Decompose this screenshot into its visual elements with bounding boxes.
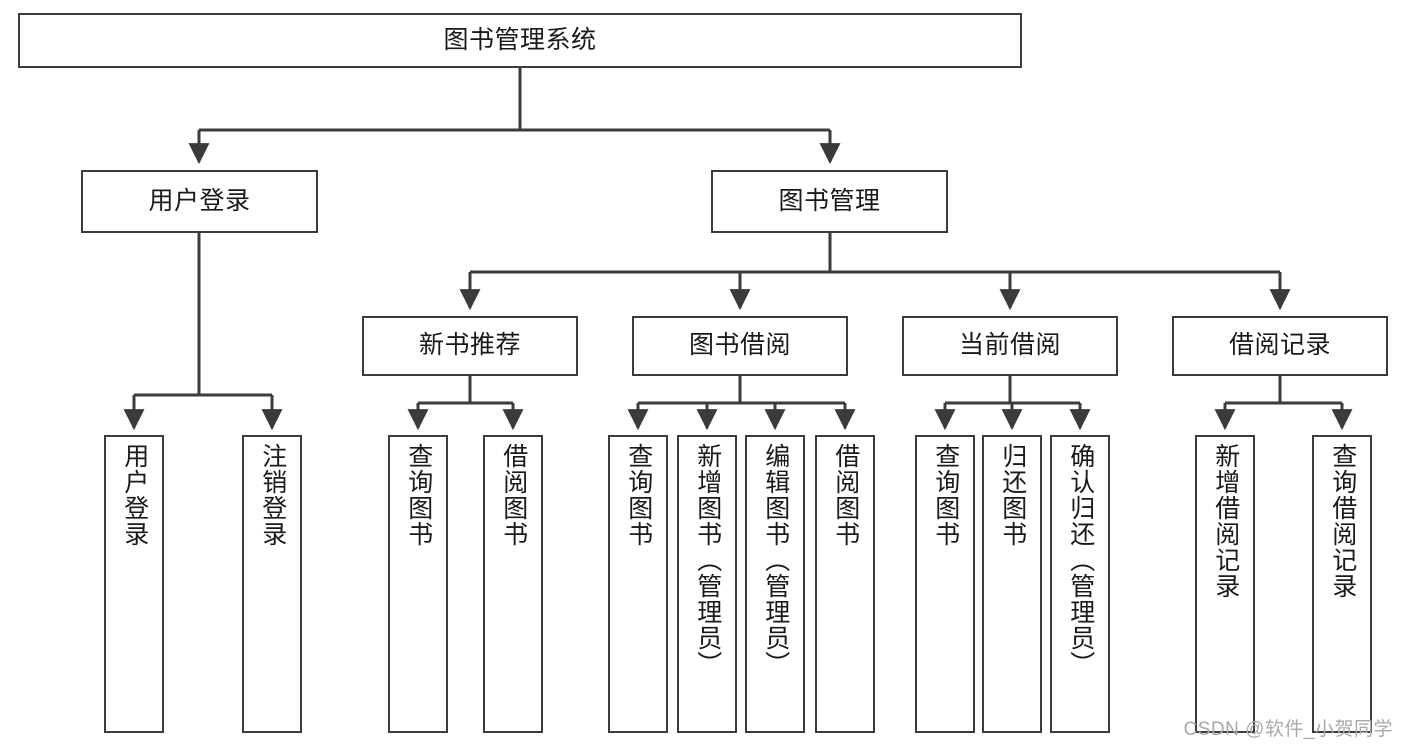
leaf-borrow-record-query[interactable]: 查询借阅记录 — [1312, 435, 1372, 733]
leaf-current-borrow-query[interactable]: 查询图书 — [915, 435, 975, 733]
leaf-user-login-login-label: 用户登录 — [120, 443, 149, 547]
node-book-management-label: 图书管理 — [778, 186, 881, 215]
leaf-current-borrow-confirm-label: 确认归还（管理员） — [1066, 443, 1095, 677]
leaf-borrow-record-add[interactable]: 新增借阅记录 — [1195, 435, 1255, 733]
leaf-user-login-logout-label: 注销登录 — [258, 443, 287, 547]
leaf-book-borrow-add-label: 新增图书（管理员） — [693, 443, 722, 677]
node-current-borrow-label: 当前借阅 — [958, 331, 1061, 360]
node-borrow-record[interactable]: 借阅记录 — [1172, 316, 1388, 376]
node-new-book-recommend-label: 新书推荐 — [418, 331, 521, 360]
node-user-login-label: 用户登录 — [148, 186, 251, 215]
leaf-new-book-query-label: 查询图书 — [404, 443, 433, 547]
leaf-new-book-borrow-label: 借阅图书 — [499, 443, 528, 547]
leaf-current-borrow-return[interactable]: 归还图书 — [982, 435, 1042, 733]
leaf-book-borrow-query-label: 查询图书 — [624, 443, 653, 547]
leaf-current-borrow-confirm[interactable]: 确认归还（管理员） — [1050, 435, 1110, 733]
leaf-book-borrow-edit[interactable]: 编辑图书（管理员） — [745, 435, 805, 733]
leaf-book-borrow-query[interactable]: 查询图书 — [608, 435, 668, 733]
node-root[interactable]: 图书管理系统 — [18, 13, 1022, 68]
leaf-new-book-borrow[interactable]: 借阅图书 — [483, 435, 543, 733]
node-root-label: 图书管理系统 — [443, 25, 597, 54]
leaf-user-login-login[interactable]: 用户登录 — [104, 435, 164, 733]
node-borrow-record-label: 借阅记录 — [1228, 331, 1331, 360]
leaf-borrow-record-add-label: 新增借阅记录 — [1211, 443, 1240, 599]
node-book-borrow[interactable]: 图书借阅 — [632, 316, 848, 376]
leaf-new-book-query[interactable]: 查询图书 — [388, 435, 448, 733]
leaf-user-login-logout[interactable]: 注销登录 — [242, 435, 302, 733]
leaf-book-borrow-borrow[interactable]: 借阅图书 — [815, 435, 875, 733]
node-current-borrow[interactable]: 当前借阅 — [902, 316, 1118, 376]
node-new-book-recommend[interactable]: 新书推荐 — [362, 316, 578, 376]
leaf-current-borrow-return-label: 归还图书 — [998, 443, 1027, 547]
leaf-book-borrow-edit-label: 编辑图书（管理员） — [761, 443, 790, 677]
leaf-borrow-record-query-label: 查询借阅记录 — [1328, 443, 1357, 599]
leaf-book-borrow-add[interactable]: 新增图书（管理员） — [677, 435, 737, 733]
node-book-borrow-label: 图书借阅 — [688, 331, 791, 360]
node-user-login[interactable]: 用户登录 — [81, 170, 318, 233]
leaf-current-borrow-query-label: 查询图书 — [931, 443, 960, 547]
node-book-management[interactable]: 图书管理 — [711, 170, 948, 233]
leaf-book-borrow-borrow-label: 借阅图书 — [831, 443, 860, 547]
